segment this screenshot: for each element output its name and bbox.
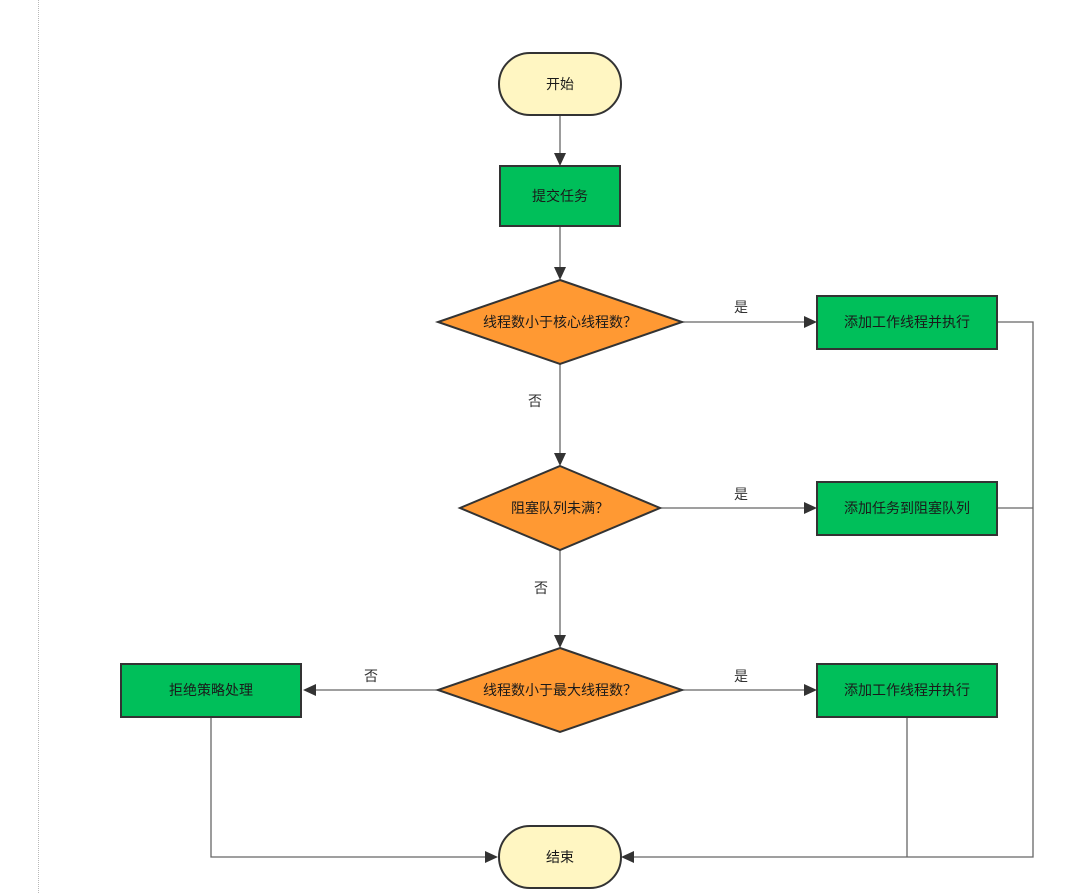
edge-label-max-yes: 是: [734, 669, 748, 685]
node-reject[interactable]: 拒绝策略处理: [120, 663, 302, 718]
decision-shape: [434, 646, 686, 734]
node-decision-queue-label: 阻塞队列未满？: [511, 500, 609, 517]
node-add-worker-core[interactable]: 添加工作线程并执行: [816, 295, 998, 350]
node-add-worker-core-label: 添加工作线程并执行: [844, 315, 970, 331]
edge-label-queue-no: 否: [534, 581, 548, 597]
process-shape: [816, 295, 998, 350]
arrowhead: [554, 635, 566, 648]
edges: [210, 115, 1034, 863]
arrowhead: [303, 684, 316, 696]
arrowhead: [554, 153, 566, 166]
node-decision-core[interactable]: 线程数小于核心线程数？: [434, 278, 686, 366]
node-submit-task-label: 提交任务: [532, 188, 588, 205]
arrowhead: [804, 502, 817, 514]
node-decision-max-label: 线程数小于最大线程数？: [483, 683, 637, 699]
node-add-worker-max-label: 添加工作线程并执行: [844, 683, 970, 699]
node-decision-max[interactable]: 线程数小于最大线程数？: [434, 646, 686, 734]
terminal-shape: [498, 52, 622, 116]
node-add-to-queue-label: 添加任务到阻塞队列: [844, 500, 970, 517]
edge-labels: 是 否 是 否 是 否: [364, 300, 748, 685]
node-reject-label: 拒绝策略处理: [169, 682, 253, 699]
arrowhead: [621, 851, 634, 863]
process-shape: [816, 663, 998, 718]
arrowhead: [485, 851, 498, 863]
process-shape: [816, 481, 998, 536]
process-shape: [499, 165, 621, 227]
node-submit-task[interactable]: 提交任务: [499, 165, 621, 227]
edge-label-core-yes: 是: [734, 300, 748, 316]
edge-label-max-no: 否: [364, 669, 378, 685]
arrowhead: [804, 316, 817, 328]
node-add-worker-max[interactable]: 添加工作线程并执行: [816, 663, 998, 718]
edge-label-core-no: 否: [528, 394, 542, 410]
node-start[interactable]: 开始: [498, 52, 622, 116]
node-start-label: 开始: [546, 77, 574, 93]
arrowhead: [554, 453, 566, 466]
decision-shape: [434, 278, 686, 366]
edge-label-queue-yes: 是: [734, 487, 748, 503]
process-shape: [120, 663, 302, 718]
arrowhead: [804, 684, 817, 696]
node-add-to-queue[interactable]: 添加任务到阻塞队列: [816, 481, 998, 536]
decision-shape: [457, 464, 663, 552]
terminal-shape: [498, 825, 622, 889]
node-decision-core-label: 线程数小于核心线程数？: [483, 315, 637, 331]
node-end[interactable]: 结束: [498, 825, 622, 889]
node-decision-queue[interactable]: 阻塞队列未满？: [457, 464, 663, 552]
page-left-border: [38, 0, 39, 893]
edge-add-worker-core-to-end: [630, 321, 1034, 858]
node-end-label: 结束: [546, 850, 574, 866]
edge-reject-to-end: [210, 718, 488, 858]
arrowhead: [554, 267, 566, 280]
